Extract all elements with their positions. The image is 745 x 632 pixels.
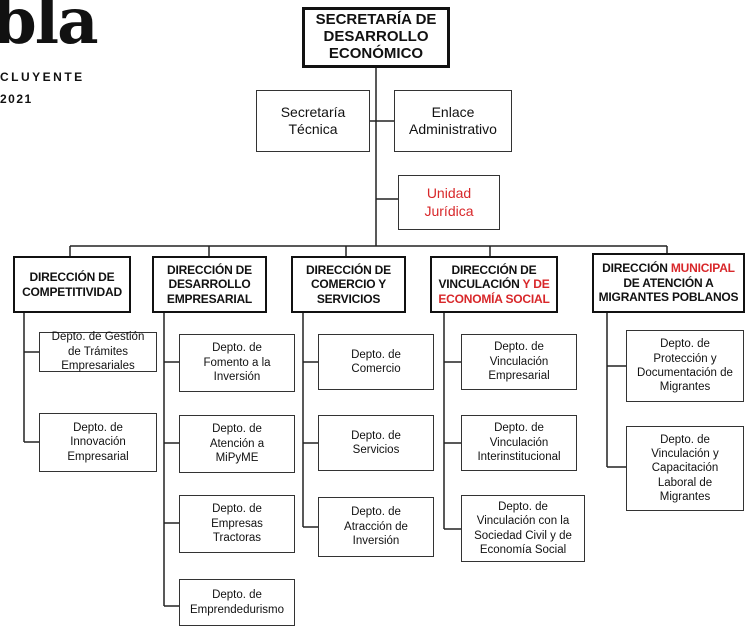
- dept-line: Servicios: [352, 444, 400, 456]
- staff-line: Administrativo: [409, 121, 497, 137]
- depto-innovacion-box: Depto. de Innovación Empresarial: [39, 413, 157, 472]
- dept-line: Empresarial: [67, 450, 129, 463]
- dept-line: Economía Social: [479, 543, 567, 556]
- depto-vinculacion-interinstitucional-box: Depto. de Vinculación Interinstitucional: [461, 415, 577, 471]
- depto-emprendedurismo-box: Depto. de Emprendedurismo: [179, 579, 295, 626]
- dept-line: de Trámites: [67, 345, 129, 358]
- depto-atraccion-inversion-box: Depto. de Atracción de Inversión: [318, 497, 434, 557]
- dept-line: Inversión: [213, 371, 261, 384]
- direction-text-red: Y DE: [522, 277, 550, 292]
- dept-line: Empresariales: [61, 360, 135, 373]
- depto-empresas-tractoras-box: Depto. de Empresas Tractoras: [179, 495, 295, 553]
- staff-line: Técnica: [288, 121, 338, 137]
- depto-vinculacion-capacitacion-box: Depto. de Vinculación y Capacitación Lab…: [626, 426, 744, 511]
- dept-line: Depto. de: [351, 348, 401, 361]
- dept-line: Atracción de: [344, 520, 408, 533]
- direction-line: DIRECCIÓN DE: [167, 262, 252, 277]
- secretaria-line: ECONÓMICO: [328, 44, 424, 62]
- direction-line: EMPRESARIAL: [166, 291, 253, 306]
- depto-gestion-tramites-box: Depto. de Gestión de Trámites Empresaria…: [39, 331, 157, 373]
- dept-line: Depto. de: [660, 338, 710, 351]
- logo-tagline: CLUYENTE: [0, 70, 85, 84]
- direccion-atencion-migrantes-box: DIRECCIÓN MUNICIPAL DE ATENCIÓN A MIGRAN…: [592, 253, 745, 313]
- juridica-line: Unidad: [426, 185, 472, 202]
- direction-line: DIRECCIÓN DE: [306, 262, 391, 277]
- dept-line: Vinculación y: [651, 447, 719, 460]
- dept-line: Depto. de: [212, 423, 262, 436]
- direction-line: MIGRANTES POBLANOS: [598, 290, 739, 305]
- dept-line: Sociedad Civil y de: [474, 529, 572, 542]
- dept-line: Depto. de: [73, 421, 123, 434]
- depto-proteccion-documentacion-box: Depto. de Protección y Documentación de …: [626, 330, 744, 402]
- direction-line: DESARROLLO: [168, 277, 251, 292]
- dept-line: Depto. de Gestión: [51, 331, 145, 344]
- depto-vinculacion-empresarial-box: Depto. de Vinculación Empresarial: [461, 334, 577, 390]
- dept-line: Tractoras: [212, 532, 262, 545]
- dept-line: Emprendedurismo: [190, 603, 284, 616]
- dept-line: Comercio: [351, 363, 401, 375]
- dept-line: Depto. de: [212, 342, 262, 355]
- direction-line: VINCULACIÓN Y DE: [438, 277, 549, 292]
- depto-fomento-inversion-box: Depto. de Fomento a la Inversión: [179, 334, 295, 392]
- staff-line: Secretaría: [280, 103, 346, 120]
- dept-line: Protección y: [653, 352, 717, 365]
- direction-text-red: MUNICIPAL: [670, 261, 735, 276]
- depto-comercio-box: Depto. de Comercio: [318, 334, 434, 390]
- secretaria-line: SECRETARÍA DE: [315, 11, 437, 29]
- dept-line: Depto. de: [212, 503, 262, 516]
- dept-line: Depto. de: [212, 589, 262, 602]
- dept-line: Depto. de: [498, 500, 548, 513]
- direccion-desarrollo-empresarial-box: DIRECCIÓN DE DESARROLLO EMPRESARIAL: [152, 256, 267, 313]
- depto-servicios-box: Depto. de Servicios: [318, 415, 434, 471]
- dept-line: Vinculación: [489, 355, 549, 368]
- dept-line: Empresas: [211, 517, 263, 530]
- dept-line: Inversión: [352, 535, 400, 548]
- direction-text: DIRECCIÓN: [602, 261, 671, 276]
- direction-line-red: ECONOMÍA SOCIAL: [438, 291, 550, 306]
- dept-line: Fomento a la: [203, 356, 271, 369]
- dept-line: Innovación: [70, 436, 126, 449]
- direction-line: SERVICIOS: [316, 291, 381, 306]
- direction-line: COMERCIO Y: [310, 277, 387, 292]
- direccion-vinculacion-economia-social-box: DIRECCIÓN DE VINCULACIÓN Y DE ECONOMÍA S…: [430, 256, 558, 313]
- enlace-administrativo-box: Enlace Administrativo: [394, 90, 512, 152]
- direction-line: DE ATENCIÓN A: [623, 275, 714, 290]
- dept-line: Migrantes: [659, 381, 711, 394]
- staff-line: Enlace: [431, 103, 475, 120]
- dept-line: Laboral de: [657, 476, 713, 489]
- dept-line: Atención a: [209, 437, 265, 450]
- unidad-juridica-box: Unidad Jurídica: [398, 175, 500, 230]
- dept-line: Depto. de: [351, 429, 401, 442]
- logo-wordmark: bla: [0, 0, 99, 59]
- juridica-line: Jurídica: [424, 202, 474, 219]
- dept-line: Vinculación con la: [476, 515, 570, 528]
- dept-line: Interinstitucional: [477, 451, 561, 464]
- dept-line: MiPyME: [215, 452, 259, 465]
- direction-line: DIRECCIÓN DE: [29, 269, 115, 284]
- secretaria-box: SECRETARÍA DE DESARROLLO ECONÓMICO: [302, 7, 450, 68]
- dept-line: Migrantes: [659, 491, 711, 504]
- direccion-competitividad-box: DIRECCIÓN DE COMPETITIVIDAD: [13, 256, 131, 313]
- depto-vinculacion-sociedad-civil-box: Depto. de Vinculación con la Sociedad Ci…: [461, 495, 585, 562]
- secretaria-line: DESARROLLO: [323, 28, 429, 46]
- dept-line: Empresarial: [488, 370, 550, 383]
- direccion-comercio-servicios-box: DIRECCIÓN DE COMERCIO Y SERVICIOS: [291, 256, 406, 313]
- dept-line: Capacitación: [651, 462, 719, 475]
- dept-line: Vinculación: [489, 436, 549, 449]
- secretaria-tecnica-box: Secretaría Técnica: [256, 90, 370, 152]
- dept-line: Depto. de: [494, 422, 544, 435]
- dept-line: Documentación de: [637, 367, 733, 379]
- depto-atencion-mipyme-box: Depto. de Atención a MiPyME: [179, 415, 295, 473]
- direction-line: DIRECCIÓN MUNICIPAL: [602, 261, 735, 276]
- direction-line: DIRECCIÓN DE: [451, 262, 537, 277]
- logo-year: 2021: [0, 92, 33, 106]
- dept-line: Depto. de: [494, 341, 544, 354]
- direction-text: VINCULACIÓN: [438, 277, 523, 292]
- dept-line: Depto. de: [351, 506, 401, 519]
- dept-line: Depto. de: [660, 433, 710, 446]
- direction-line: COMPETITIVIDAD: [22, 284, 122, 299]
